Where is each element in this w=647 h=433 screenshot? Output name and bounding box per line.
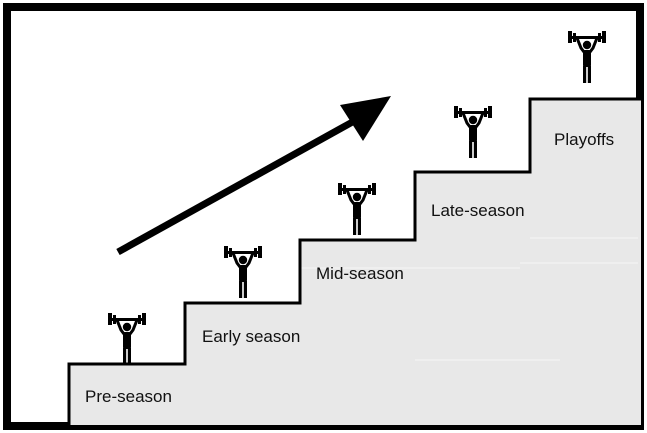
staircase-outline xyxy=(67,97,641,425)
weightlifter-icon xyxy=(222,244,264,300)
step-label-pre-season: Pre-season xyxy=(85,387,172,406)
staircase xyxy=(69,99,641,425)
step-label-playoffs: Playoffs xyxy=(554,130,614,149)
weightlifter-icon xyxy=(566,29,608,85)
step-label-mid-season: Mid-season xyxy=(316,264,404,283)
upward-arrow-icon xyxy=(116,96,391,256)
step-label-early-season: Early season xyxy=(202,327,300,346)
weightlifter-icon xyxy=(106,311,148,367)
step-label-late-season: Late-season xyxy=(431,201,525,220)
weightlifter-icon xyxy=(452,104,494,160)
weightlifter-icon xyxy=(336,181,378,237)
step-texture xyxy=(300,237,638,361)
